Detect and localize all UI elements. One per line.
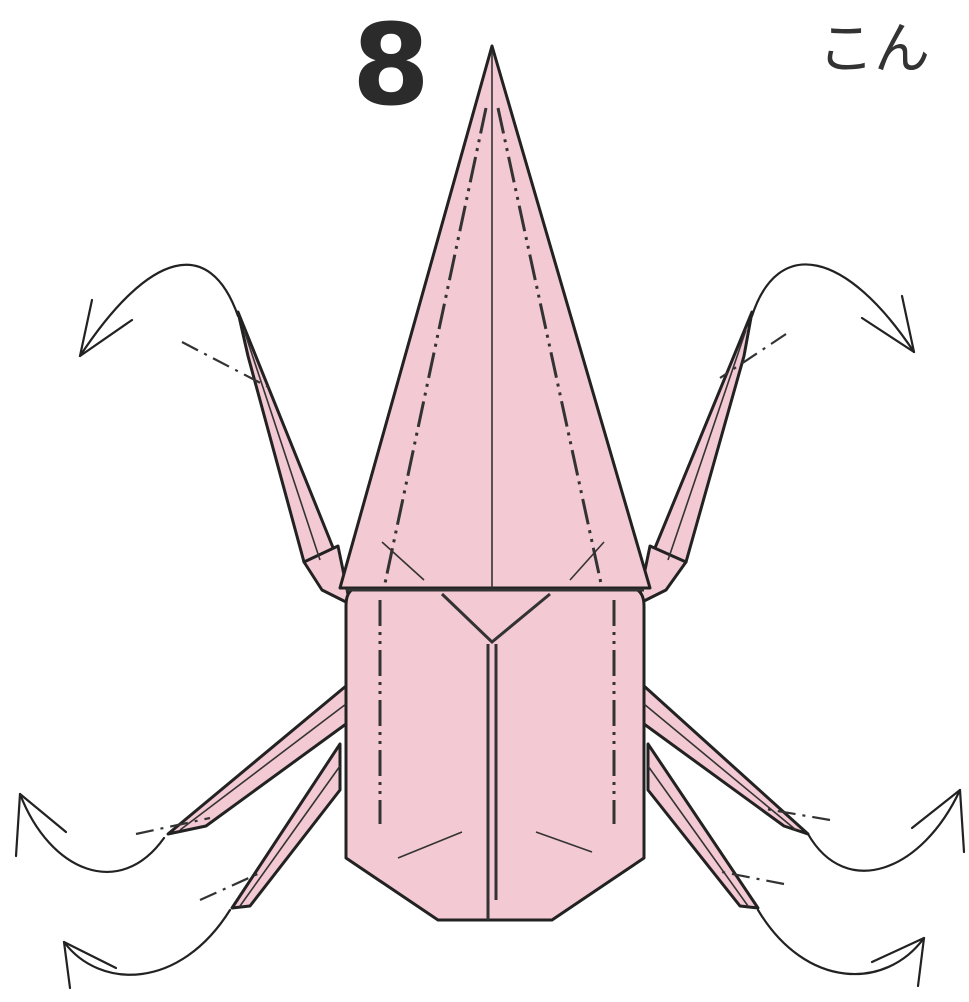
step-number: 8	[352, 10, 430, 122]
front-left-fold-arrow	[80, 265, 238, 356]
front-left-leg	[238, 312, 338, 562]
rear-left-fold-arrow	[64, 910, 230, 975]
front-right-leg	[650, 312, 752, 562]
front-right-fold-arrow	[752, 264, 914, 352]
instruction-caption: こん	[818, 22, 930, 78]
front-left-arrowhead	[80, 300, 132, 356]
middle-right-fold-arrow	[808, 790, 960, 871]
front-right-leg-crease	[668, 330, 746, 560]
front-right-arrowhead	[862, 296, 914, 352]
front-left-leg-crease	[244, 330, 320, 560]
rear-right-fold-arrow	[758, 910, 924, 974]
